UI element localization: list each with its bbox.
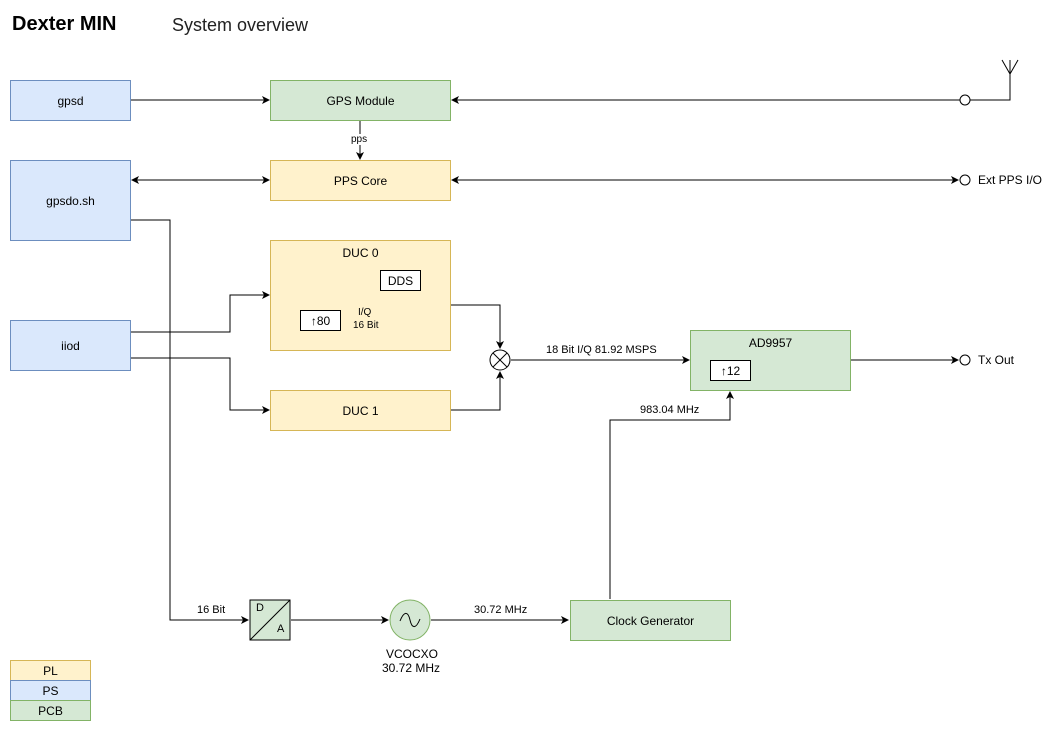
wire-clock-ad9957 xyxy=(609,391,734,599)
page-title: Dexter MIN xyxy=(12,13,117,35)
freq-983-label: 983.04 MHz xyxy=(640,404,700,416)
bit16-duc-label: 16 Bit xyxy=(353,320,379,331)
wire-duc1-mixer xyxy=(451,371,504,411)
iiod-block: iiod xyxy=(10,320,131,371)
gpsdo-block: gpsdo.sh xyxy=(10,160,131,241)
tx-out-port-label: Tx Out xyxy=(978,353,1015,367)
pps-core-label: PPS Core xyxy=(333,173,388,188)
gpsdo-label: gpsdo.sh xyxy=(46,193,95,208)
wire-gpsdo-dac xyxy=(131,219,249,624)
interp80-label: ↑80 xyxy=(310,313,331,328)
bit16-dac-label: 16 Bit xyxy=(197,604,226,616)
legend-pcb-label: PCB xyxy=(38,703,63,718)
interp80-box: ↑80 xyxy=(300,310,341,331)
freq-3072-label: 30.72 MHz xyxy=(474,604,528,616)
ext-pps-port-label: Ext PPS I/O xyxy=(978,173,1043,187)
gps-module-label: GPS Module xyxy=(326,93,395,108)
gpsd-block: gpsd xyxy=(10,80,131,121)
legend-pl-label: PL xyxy=(43,663,58,678)
vcocxo-label: VCOCXO xyxy=(386,647,439,661)
wire-iiod-duc1 xyxy=(131,357,270,414)
dac-a-label: A xyxy=(277,623,285,635)
mixer-main-icon xyxy=(489,349,511,371)
duc0-label: DUC 0 xyxy=(342,246,379,260)
ext-pps-port-icon xyxy=(959,174,971,186)
legend-ps-label: PS xyxy=(42,683,59,698)
legend-ps: PS xyxy=(10,680,91,701)
ad9957-label: AD9957 xyxy=(748,336,793,350)
iiod-label: iiod xyxy=(61,338,80,353)
wire-antenna-mast xyxy=(970,64,1011,101)
iq-label: I/Q xyxy=(358,307,372,318)
dac-icon xyxy=(249,599,291,641)
duc0-block: DUC 0 xyxy=(270,240,451,351)
gps-module-block: GPS Module xyxy=(270,80,451,121)
gpsd-label: gpsd xyxy=(57,93,84,108)
wire-duc0-mixer xyxy=(451,304,504,349)
dds-box: DDS xyxy=(380,270,421,291)
antenna-port-icon xyxy=(959,94,971,106)
dds-label: DDS xyxy=(387,273,414,288)
pps-core-block: PPS Core xyxy=(270,160,451,201)
duc1-label: DUC 1 xyxy=(342,403,379,418)
clock-generator-label: Clock Generator xyxy=(606,613,695,628)
interp12-box: ↑12 xyxy=(710,360,751,381)
page-subtitle: System overview xyxy=(172,15,309,35)
tx-out-port-icon xyxy=(959,354,971,366)
stream-label: 18 Bit I/Q 81.92 MSPS xyxy=(546,344,657,356)
duc1-block: DUC 1 xyxy=(270,390,451,431)
vcocxo-oscillator-icon xyxy=(389,599,431,641)
interp12-label: ↑12 xyxy=(720,363,741,378)
pps-label: pps xyxy=(351,134,368,145)
clock-generator-block: Clock Generator xyxy=(570,600,731,641)
wire-iiod-duc0 xyxy=(131,291,270,333)
legend-pcb: PCB xyxy=(10,700,91,721)
antenna-icon xyxy=(1001,59,1019,75)
legend-pl: PL xyxy=(10,660,91,681)
dac-d-label: D xyxy=(256,602,264,614)
vcocxo-freq-label: 30.72 MHz xyxy=(382,661,441,675)
